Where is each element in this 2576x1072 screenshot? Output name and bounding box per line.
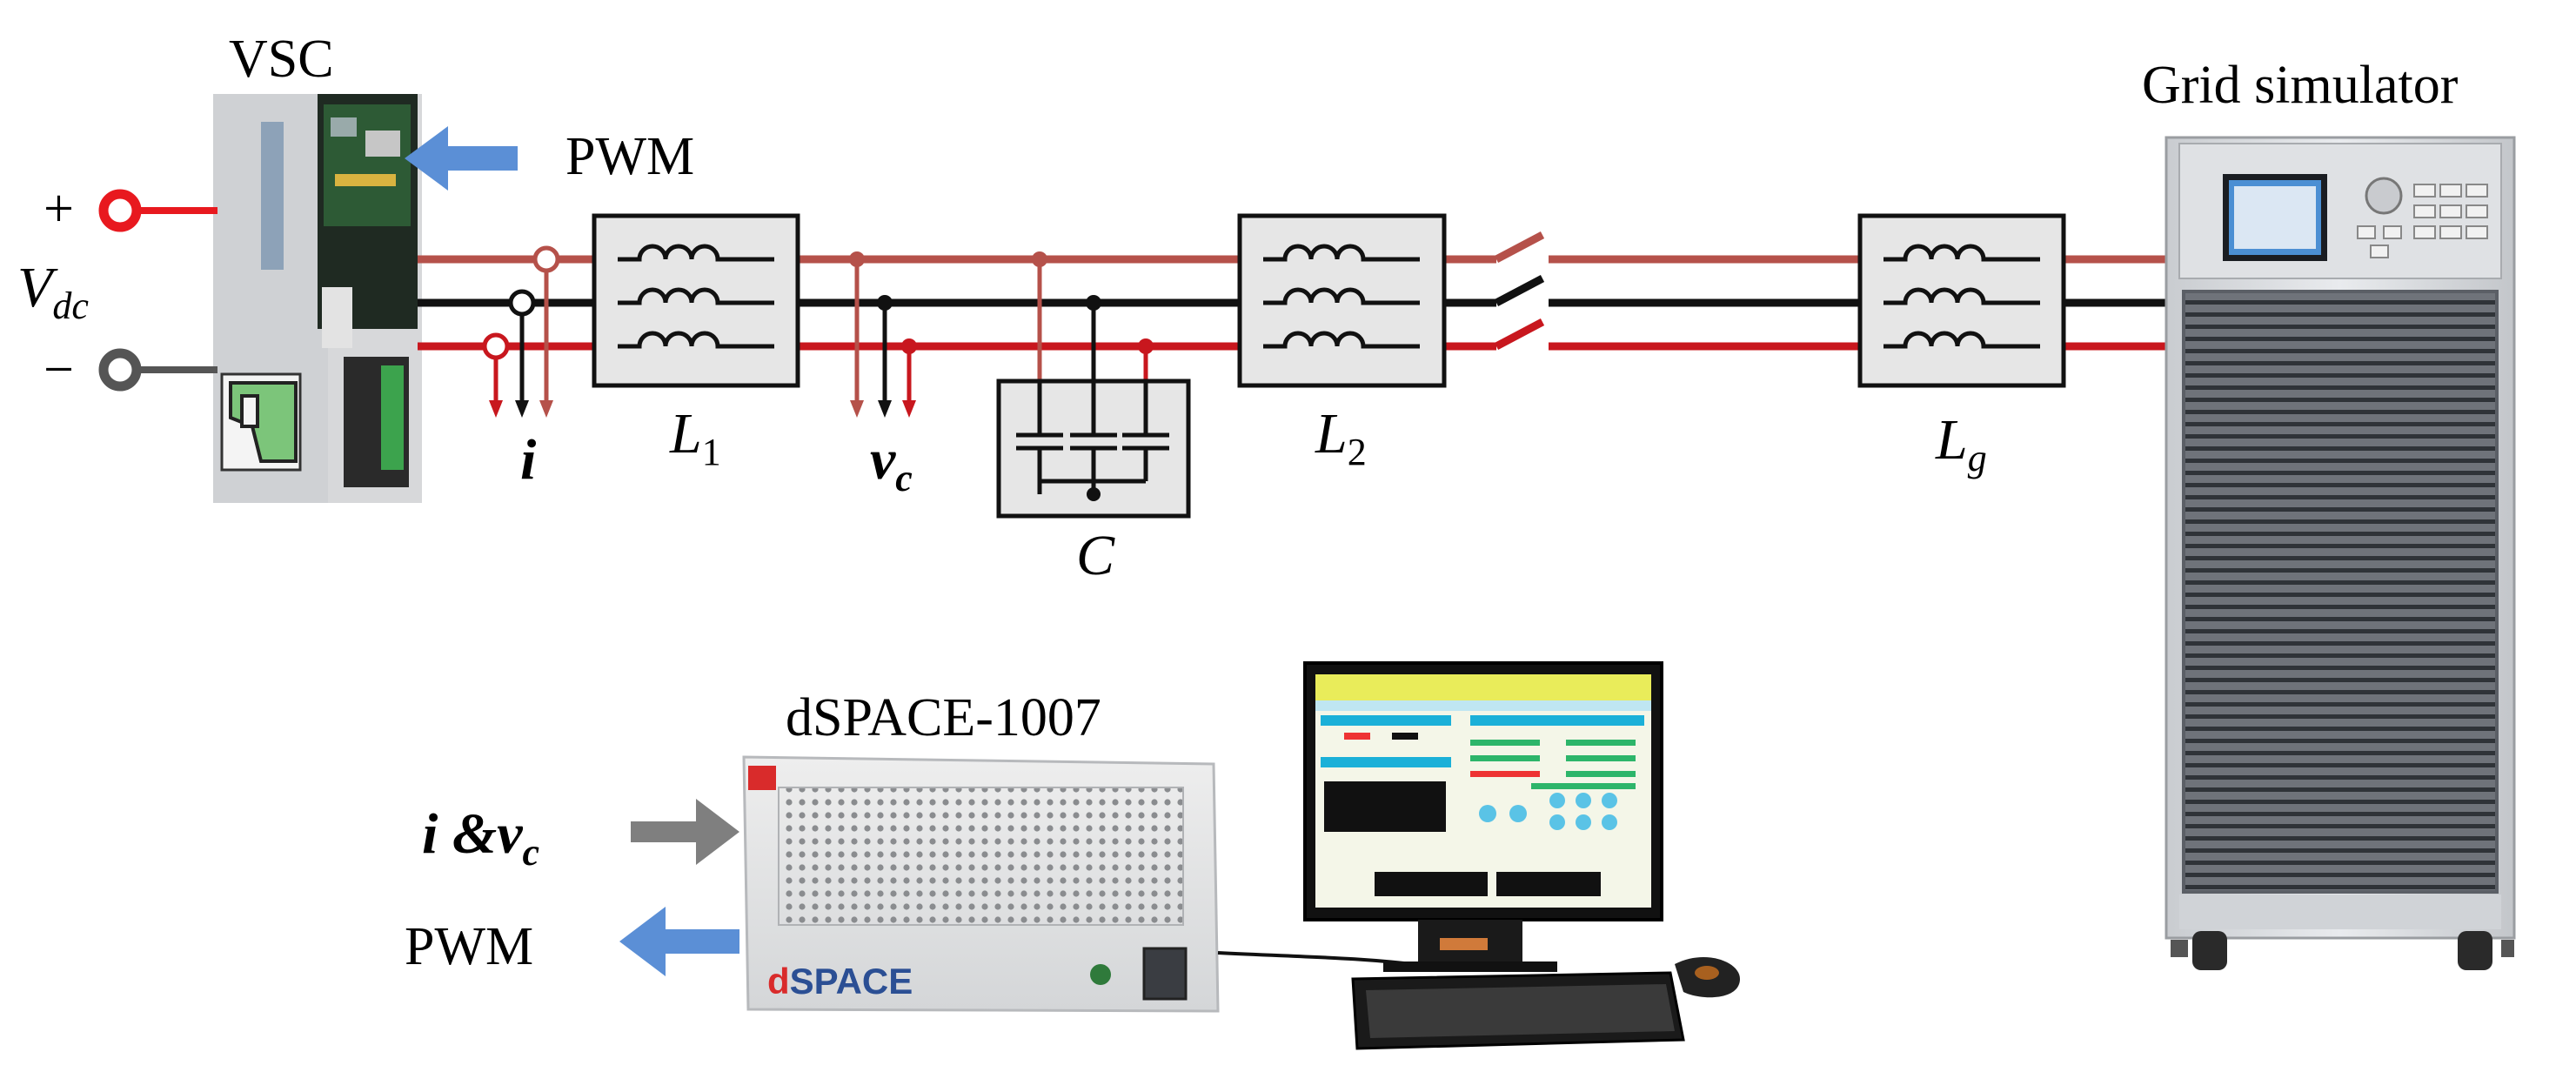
pwm-in-arrow-icon [405,126,518,191]
l2-label: L2 [1315,402,1367,473]
dspace-unit: dSPACE [742,755,1220,1013]
phase-b-line [418,275,2166,307]
current-label: i [520,428,537,492]
vdc-label: Vdc [17,256,89,327]
cap-label: C [1076,524,1115,587]
pwm-bottom-label: PWM [405,917,533,976]
measure-in-arrow-icon [631,799,739,865]
l1-label: L1 [669,402,721,473]
grid-simulator-cabinet [2165,136,2516,970]
dc-plus-terminal [98,189,217,232]
inductor-l2 [1237,213,1447,388]
capacitor-bank [996,251,1191,519]
dspace-title: dSPACE-1007 [786,688,1101,747]
inductor-l1 [592,213,800,388]
voltage-sensors [849,251,917,418]
pwm-out-arrow-icon [619,907,739,976]
current-sensors [482,245,560,418]
lg-label: Lg [1935,408,1987,479]
dspace-input-label: i &vc [422,802,539,874]
vsc-module [213,94,422,503]
vsc-label: VSC [229,30,334,89]
plus-sign: + [43,179,74,238]
vc-label: vc [870,428,913,499]
grid-sim-label: Grid simulator [2142,56,2459,115]
minus-sign: − [43,340,74,399]
phase-a-line [418,231,2166,264]
dspace-logo: dSPACE [767,961,913,1002]
host-pc [1303,661,1740,1050]
inductor-lg [1857,213,2066,388]
pwm-top-label: PWM [565,127,694,186]
dc-minus-terminal [98,348,217,392]
